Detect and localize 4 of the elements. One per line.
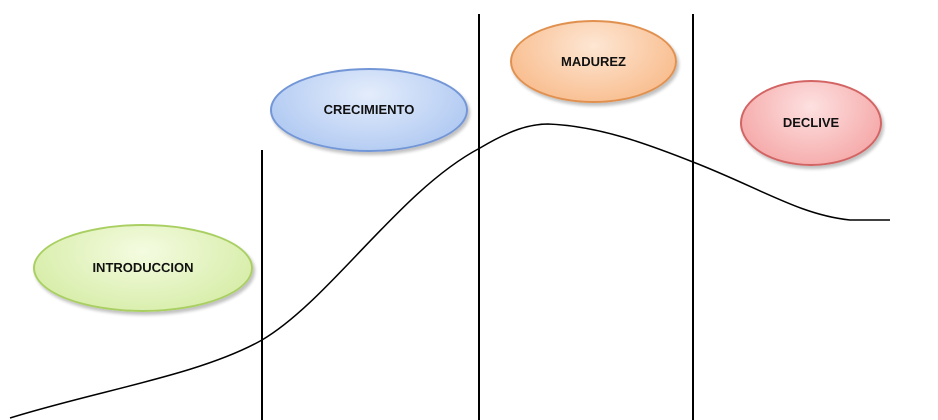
phase-label: CRECIMIENTO bbox=[324, 101, 414, 120]
phase-label: MADUREZ bbox=[561, 52, 626, 71]
phase-label: DECLIVE bbox=[782, 114, 840, 132]
phase-label: INTRODUCCION bbox=[92, 259, 194, 278]
